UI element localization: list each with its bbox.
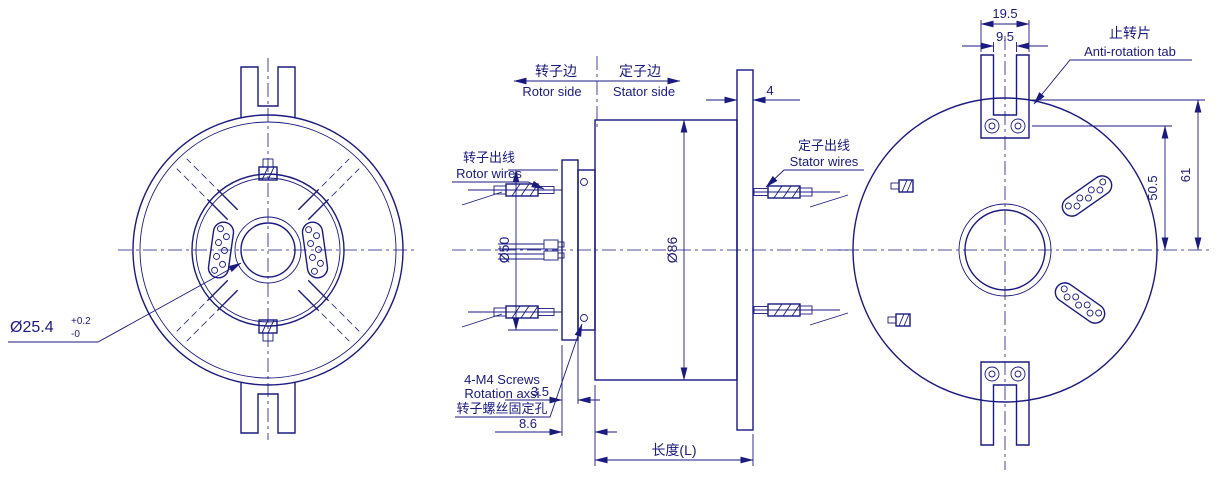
stator-wires-callout: 定子出线 Stator wires [765,138,864,188]
stator-wires-label-en: Stator wires [790,154,859,169]
front-bottom-tab [240,382,296,434]
section-screw-hole-top [580,178,588,186]
rotor-wire-bundle-icon [498,239,565,261]
dim-hub-offset: 8.6 [495,385,617,466]
section-screw-hole-bottom [580,314,588,322]
bore-tol-lower: -0 [71,329,80,340]
dim-flange-thickness-text: 4 [766,83,773,98]
dim-flange-offset-text: 3.5 [531,384,549,399]
rear-outer-circle [852,97,1158,403]
dim-hub-offset-text: 8.6 [519,416,537,431]
front-channel-ne [297,158,360,221]
rotor-wires-callout: 转子出线 Rotor wires [452,150,545,190]
rear-bottom-tab-hole-left [984,366,1000,382]
dim-hole-offset-text: 50.5 [1145,175,1160,200]
rear-top-tab [980,54,1030,139]
stator-side-label-en: Stator side [613,84,675,99]
screws-note-line2: Rotation axsi [464,386,539,401]
rotor-side-label-en: Rotor side [522,84,581,99]
dim-rotor-od: Ø50 [496,169,558,331]
bore-dim-text: Ø25.4 [10,319,54,336]
rear-bottom-tab-hole-right-inner [1014,370,1022,378]
rotor-wires-leader [452,180,545,190]
dim-length-text: 长度(L) [651,442,696,458]
front-bore-circle [240,222,296,278]
screws-note-line3: 转子螺丝固定孔 [456,401,547,416]
rear-bottom-tab-hole-left-inner [988,370,996,378]
front-screw-bottom-icon [258,319,278,342]
side-labels: 转子边 Rotor side 定子边 Stator side [513,63,681,99]
dim-flange-offset: 3.5 [505,335,600,436]
dim-body-od-text: Ø86 [664,237,680,264]
screws-note-line1: 4-M4 Screws [464,372,540,387]
screws-note-leader [455,323,583,418]
anti-rotation-tab-label-en: Anti-rotation tab [1084,44,1176,59]
rotor-side-label-cn: 转子边 [535,63,577,79]
dim-tab-width: 19.5 [980,6,1030,52]
dim-tab-slot-text: 9.5 [996,29,1014,44]
rear-bore-circle [964,209,1046,291]
bore-tol-upper: +0.2 [71,316,91,327]
dim-tab-reach: 61 [1032,99,1205,251]
screws-note-callout: 4-M4 Screws Rotation axsi 转子螺丝固定孔 [455,323,583,418]
dim-tab-width-text: 19.5 [992,6,1017,21]
rear-bottom-tab-hole-right [1010,366,1026,382]
rear-top-tab-hole-right-inner [1014,122,1022,130]
rotor-wire-upper-icon [461,183,562,206]
front-top-tab [240,66,296,118]
front-hub-circle [191,173,345,327]
front-bore-dimension: Ø25.4 +0.2 -0 [8,262,242,343]
front-outer-circle [132,114,404,386]
section-view: 转子边 Rotor side 定子边 Stator side 转子出线 Roto… [452,56,864,466]
rear-view: 19.5 9.5 止转片 Anti-rotation tab 50.5 61 [838,6,1212,470]
stator-wires-label-cn: 定子出线 [798,138,850,153]
dim-length: 长度(L) [594,434,754,466]
dim-hole-offset: 50.5 [1032,125,1172,251]
dim-tab-slot: 9.5 [962,29,1048,52]
rear-top-tab-hole-left-inner [988,122,996,130]
front-outer-inner-circle [139,121,397,379]
dim-flange-thickness: 4 [706,83,800,104]
front-channel-nw [176,158,239,221]
bore-leader-line [8,262,242,343]
front-connector-right [301,221,329,279]
stator-wires-leader [765,169,864,188]
stator-side-label-cn: 定子边 [619,63,661,79]
rotor-wires-label-en: Rotor wires [456,166,522,181]
stator-wire-lower-icon [753,303,849,326]
dim-rotor-od-text: Ø50 [496,237,512,264]
rotor-wires-label-cn: 转子出线 [463,150,515,165]
stator-wire-upper-icon [753,185,849,208]
rotor-wire-lower-icon [461,305,562,328]
front-screw-top-icon [258,158,278,181]
anti-rotation-tab-leader [1033,59,1192,105]
front-bore-outer-circle [234,216,302,284]
front-channel-sw [176,279,239,342]
anti-rotation-tab-callout: 止转片 Anti-rotation tab [1033,25,1192,105]
front-channel-se [297,279,360,342]
front-hub-inner-circle [195,177,341,323]
rear-connector-lower [1054,282,1106,324]
rear-connector-upper [1061,175,1113,217]
anti-rotation-tab-label-cn: 止转片 [1109,25,1151,41]
rear-top-tab-hole-right [1010,118,1026,134]
front-connector-left [207,221,235,279]
section-stator-flange [736,69,754,431]
rear-screw-upper-icon [890,179,914,193]
rear-top-tab-hole-left [984,118,1000,134]
rear-screw-lower-icon [887,313,911,327]
section-rotor-flange [561,159,579,341]
dim-tab-reach-text: 61 [1178,168,1193,182]
rear-bottom-tab [980,361,1030,446]
rear-bore-outer-circle [958,203,1052,297]
front-view: Ø25.4 +0.2 -0 [8,58,418,440]
dim-body-od: Ø86 [664,119,688,381]
